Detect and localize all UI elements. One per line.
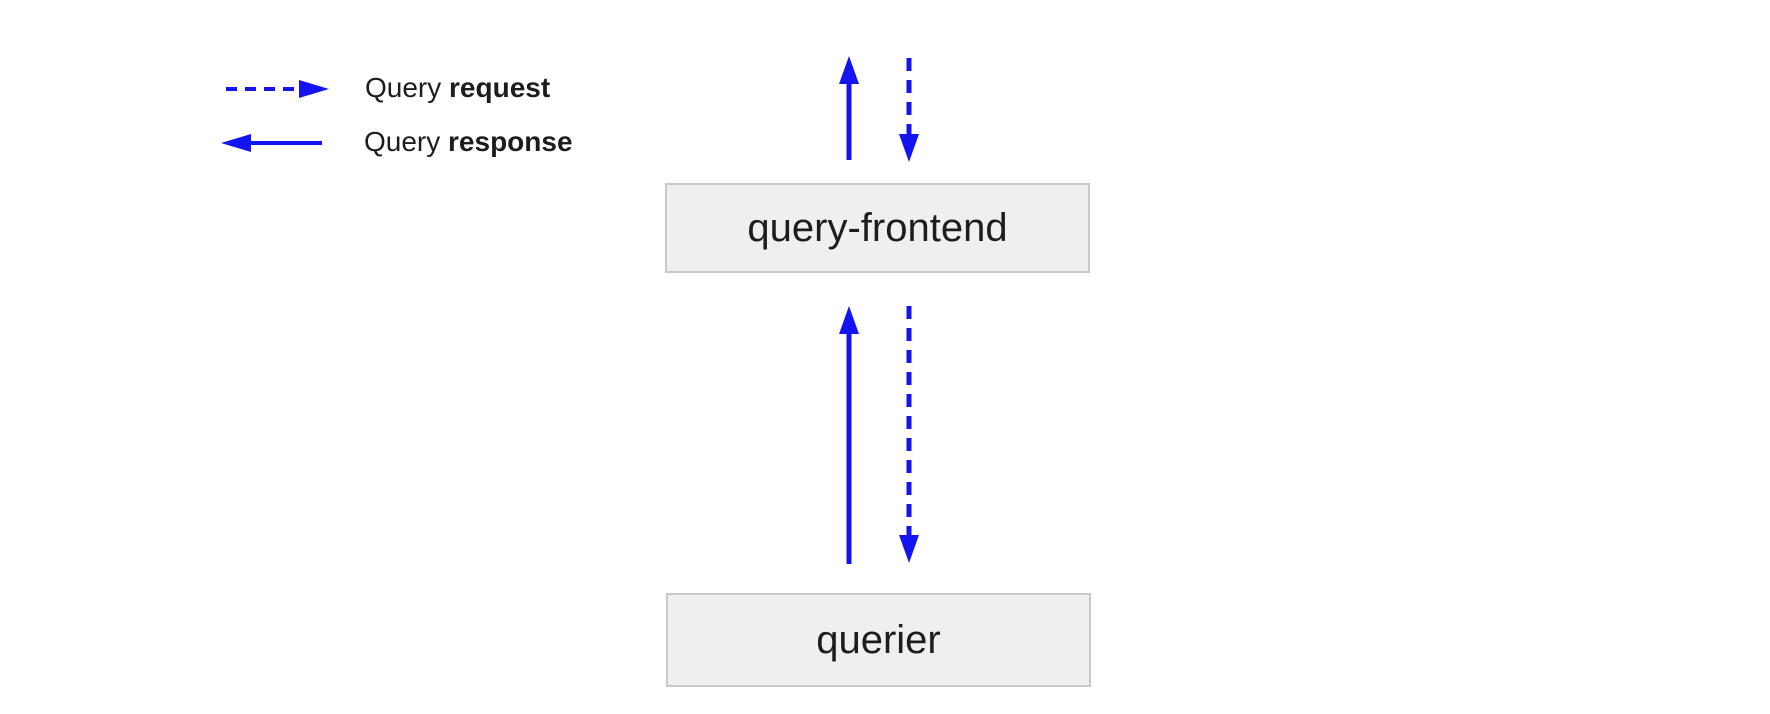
node-query-frontend: query-frontend	[665, 183, 1090, 273]
legend-text-keyword: response	[448, 126, 573, 157]
query-response-arrow-icon	[221, 134, 322, 152]
legend-label-query-response: Query response	[364, 125, 573, 159]
legend-label-query-request: Query request	[365, 71, 550, 105]
node-label: query-frontend	[747, 205, 1008, 250]
edge-response-querier-to-frontend	[839, 306, 859, 564]
legend-text-prefix: Query	[365, 72, 450, 103]
edge-request-frontend-to-querier	[899, 306, 919, 563]
query-request-arrow-icon	[226, 80, 329, 98]
node-label: querier	[816, 617, 941, 662]
edge-response-frontend-to-top	[839, 56, 859, 160]
node-querier: querier	[666, 593, 1091, 687]
edge-request-top-to-frontend	[899, 58, 919, 162]
legend-text-prefix: Query	[364, 126, 449, 157]
legend-text-keyword: request	[449, 72, 551, 103]
